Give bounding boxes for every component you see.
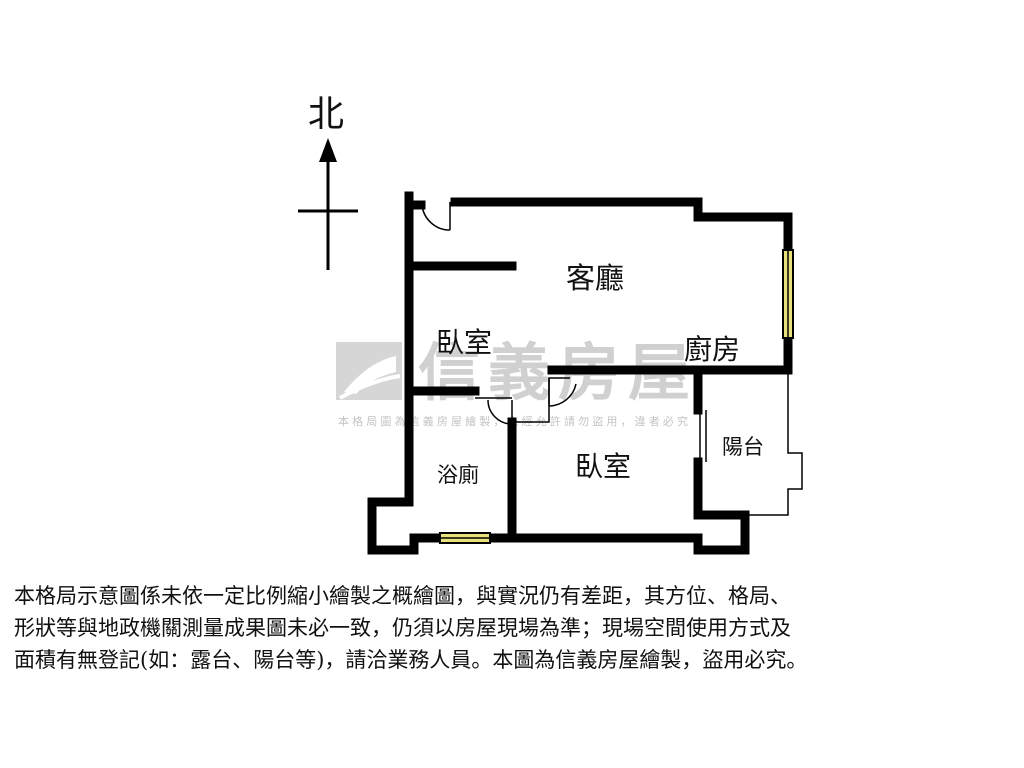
room-label-kitchen: 廚房 [684,333,740,366]
room-label-bedroom-2: 臥室 [575,450,631,483]
room-label-living-room: 客廳 [566,261,624,295]
bedroom-door-icon [548,378,577,407]
walls [367,191,793,555]
bathroom-door-icon [487,399,513,425]
thin-lines [475,374,803,516]
north-compass: 北 [298,94,358,270]
windows [439,249,794,544]
doors [421,202,577,425]
wall-left [367,200,419,555]
disclaimer-line-3: 面積有無登記(如：露台、陽台等)，請洽業務人員。本圖為信義房屋繪製，盜用必究。 [14,648,808,672]
balcony-outline [745,374,803,516]
north-arrow-icon [319,138,337,162]
disclaimer-line-2: 形狀等與地政機關測量成果圖未必一致，仍須以房屋現場為準；現場空間使用方式及 [14,616,791,640]
balcony-door-frame [699,410,707,462]
room-labels: 客廳 臥室 廚房 浴廁 臥室 陽台 [436,261,764,487]
floor-plan-diagram: 信義房屋 本格局圖為信義房屋繪製，未經允許請勿盜用，違者必究 北 [298,94,803,555]
compass-north-label: 北 [308,94,344,135]
entry-door-icon [421,202,451,231]
wall-top [450,197,793,255]
room-label-bedroom-1: 臥室 [436,326,492,359]
disclaimer-line-1: 本格局示意圖係未依一定比例縮小繪製之概繪圖，與實況仍有差距，其方位、格局、 [14,584,791,608]
room-label-balcony: 陽台 [722,435,764,459]
disclaimer-text: 本格局示意圖係未依一定比例縮小繪製之概繪圖，與實況仍有差距，其方位、格局、 形狀… [14,580,1014,676]
wall-bottom-right [485,500,750,555]
watermark: 信義房屋 本格局圖為信義房屋繪製，未經允許請勿盜用，違者必究 [336,336,690,428]
wall-bottom [409,533,445,555]
watermark-logo [336,342,402,400]
room-label-bathroom: 浴廁 [437,463,479,487]
